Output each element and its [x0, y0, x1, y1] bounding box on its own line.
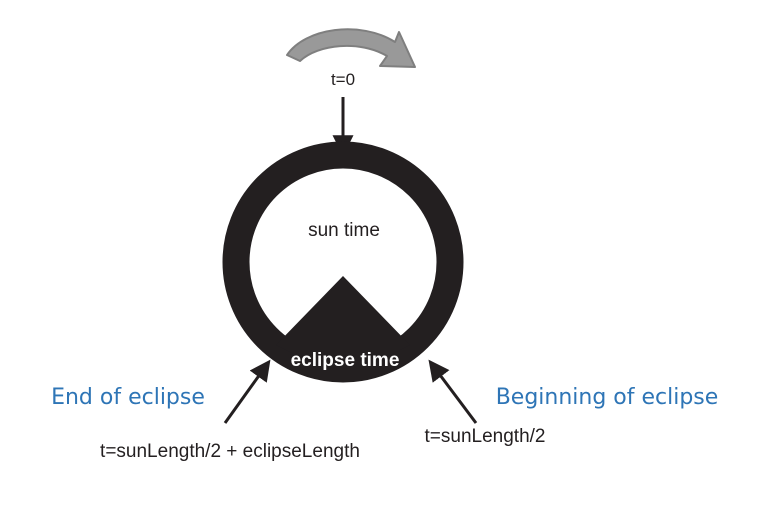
sun-time-label: sun time — [308, 220, 380, 241]
beginning-of-eclipse-caption: Beginning of eclipse — [496, 385, 719, 410]
start-time-label: t=0 — [331, 70, 355, 89]
rotation-arrow-icon — [286, 28, 416, 68]
beginning-pointer-arrow-icon — [428, 359, 478, 424]
eclipse-time-label: eclipse time — [291, 350, 400, 371]
beginning-time-formula: t=sunLength/2 — [425, 426, 546, 447]
end-time-formula: t=sunLength/2 + eclipseLength — [100, 441, 360, 462]
eclipse-shadow — [276, 276, 410, 365]
end-pointer-arrow-icon — [223, 359, 271, 424]
end-of-eclipse-caption: End of eclipse — [51, 385, 205, 410]
orbit-ring — [222, 141, 464, 383]
